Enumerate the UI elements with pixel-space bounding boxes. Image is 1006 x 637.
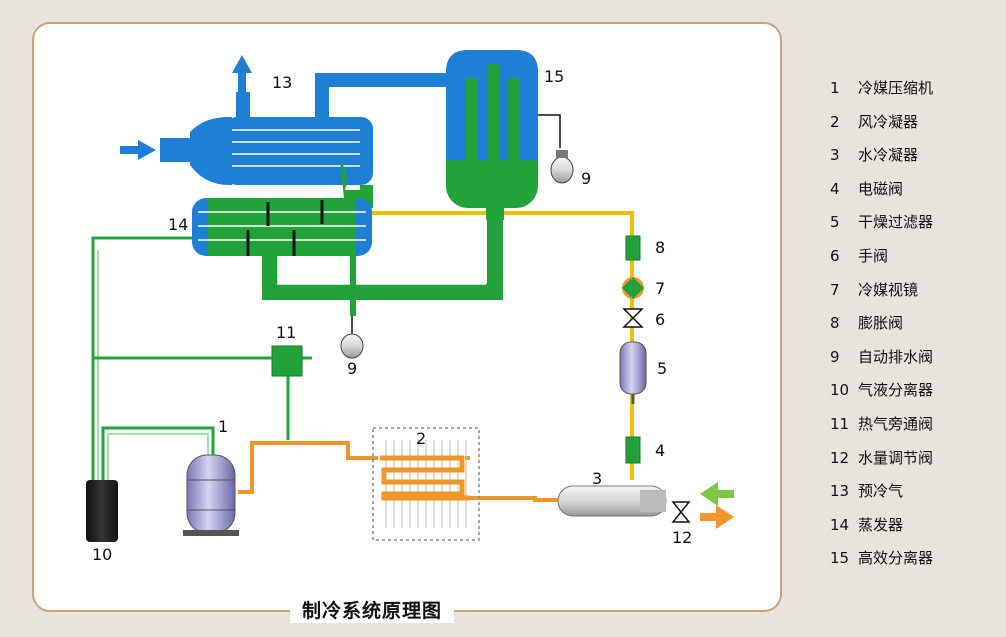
- legend-number: 15: [830, 549, 850, 568]
- legend-text: 风冷凝器: [858, 112, 919, 131]
- legend-number: 6: [830, 246, 840, 265]
- legend-item: 2 风冷凝器: [830, 106, 933, 140]
- legend-text: 电磁阀: [858, 179, 904, 198]
- legend-text: 冷媒视镜: [858, 280, 919, 299]
- precooler: [160, 92, 373, 208]
- legend-text: 水冷凝器: [858, 146, 919, 165]
- legend-item: 10 气液分离器: [830, 374, 933, 408]
- legend-text: 蒸发器: [858, 515, 904, 534]
- bypass-valve: [271, 345, 303, 377]
- legend-text: 气液分离器: [858, 381, 934, 400]
- air-condenser: [372, 427, 480, 541]
- evaporator: [192, 198, 372, 256]
- legend-item: 14 蒸发器: [830, 509, 933, 543]
- label-4: 4: [655, 441, 665, 460]
- label-9-right: 9: [581, 169, 591, 188]
- legend-number: 11: [830, 414, 850, 433]
- label-2: 2: [416, 429, 426, 448]
- gas-liquid-separator: [86, 480, 118, 542]
- green-pipe-lines: [91, 236, 312, 488]
- label-14: 14: [168, 215, 188, 234]
- drain-valve-right: [550, 150, 574, 184]
- air-outlet-arrow: [232, 55, 252, 94]
- solenoid-valve: [625, 436, 641, 464]
- label-1: 1: [218, 417, 228, 436]
- legend-number: 12: [830, 448, 850, 467]
- legend-text: 干燥过滤器: [858, 213, 934, 232]
- legend-item: 13 预冷气: [830, 475, 933, 509]
- label-5: 5: [657, 359, 667, 378]
- label-6: 6: [655, 310, 665, 329]
- label-12: 12: [672, 528, 692, 547]
- water-condenser: [557, 485, 667, 517]
- legend-text: 冷媒压缩机: [858, 79, 934, 97]
- legend-item: 11 热气旁通阀: [830, 408, 933, 442]
- legend-item: 6 手阀: [830, 240, 933, 274]
- legend-number: 10: [830, 381, 850, 400]
- legend-item: 12 水量调节阀: [830, 442, 933, 476]
- label-7: 7: [655, 279, 665, 298]
- water-valve: [671, 501, 691, 523]
- hand-valve: [622, 308, 644, 328]
- legend-number: 9: [830, 347, 840, 366]
- legend-number: 14: [830, 515, 850, 534]
- legend-number: 5: [830, 213, 840, 232]
- label-9-bottom: 9: [347, 359, 357, 378]
- drain-valve-bottom: [340, 316, 364, 359]
- label-13: 13: [272, 73, 292, 92]
- legend-item: 9 自动排水阀: [830, 341, 933, 375]
- label-3: 3: [592, 469, 602, 488]
- water-outlet-arrow: [700, 505, 734, 529]
- filter-drier: [619, 341, 647, 404]
- legend-number: 1: [830, 79, 840, 97]
- legend-text: 手阀: [858, 246, 889, 265]
- legend-item: 8 膨胀阀: [830, 307, 933, 341]
- label-11: 11: [276, 323, 296, 342]
- green-u-pipe: [262, 200, 503, 316]
- legend-text: 高效分离器: [858, 549, 934, 568]
- label-10: 10: [92, 545, 112, 564]
- legend-item: 7 冷媒视镜: [830, 274, 933, 308]
- legend-number: 3: [830, 146, 840, 165]
- blue-pipe: [315, 73, 448, 117]
- legend-text: 热气旁通阀: [858, 414, 934, 433]
- legend-item: 3 水冷凝器: [830, 139, 933, 173]
- legend-item: 4 电磁阀: [830, 173, 933, 207]
- legend-number: 7: [830, 280, 840, 299]
- legend-number: 2: [830, 112, 840, 131]
- compressor: [183, 454, 239, 536]
- label-8: 8: [655, 238, 665, 257]
- sight-glass: [622, 277, 644, 299]
- legend-item: 15 高效分离器: [830, 542, 933, 576]
- legend-item: 1 冷媒压缩机: [830, 72, 933, 106]
- legend-text: 水量调节阀: [858, 448, 934, 467]
- legend-text: 膨胀阀: [858, 314, 904, 333]
- legend-number: 4: [830, 179, 840, 198]
- legend-number: 8: [830, 314, 840, 333]
- label-15: 15: [544, 67, 564, 86]
- legend-text: 预冷气: [858, 482, 904, 501]
- expansion-valve: [625, 235, 641, 261]
- separator: [446, 50, 561, 220]
- legend-item: 5 干燥过滤器: [830, 206, 933, 240]
- legend-text: 自动排水阀: [858, 347, 934, 366]
- diagram-title: 制冷系统原理图: [290, 596, 455, 623]
- air-inlet-arrow: [120, 140, 156, 160]
- legend-number: 13: [830, 482, 850, 501]
- water-inlet-arrow: [700, 482, 734, 506]
